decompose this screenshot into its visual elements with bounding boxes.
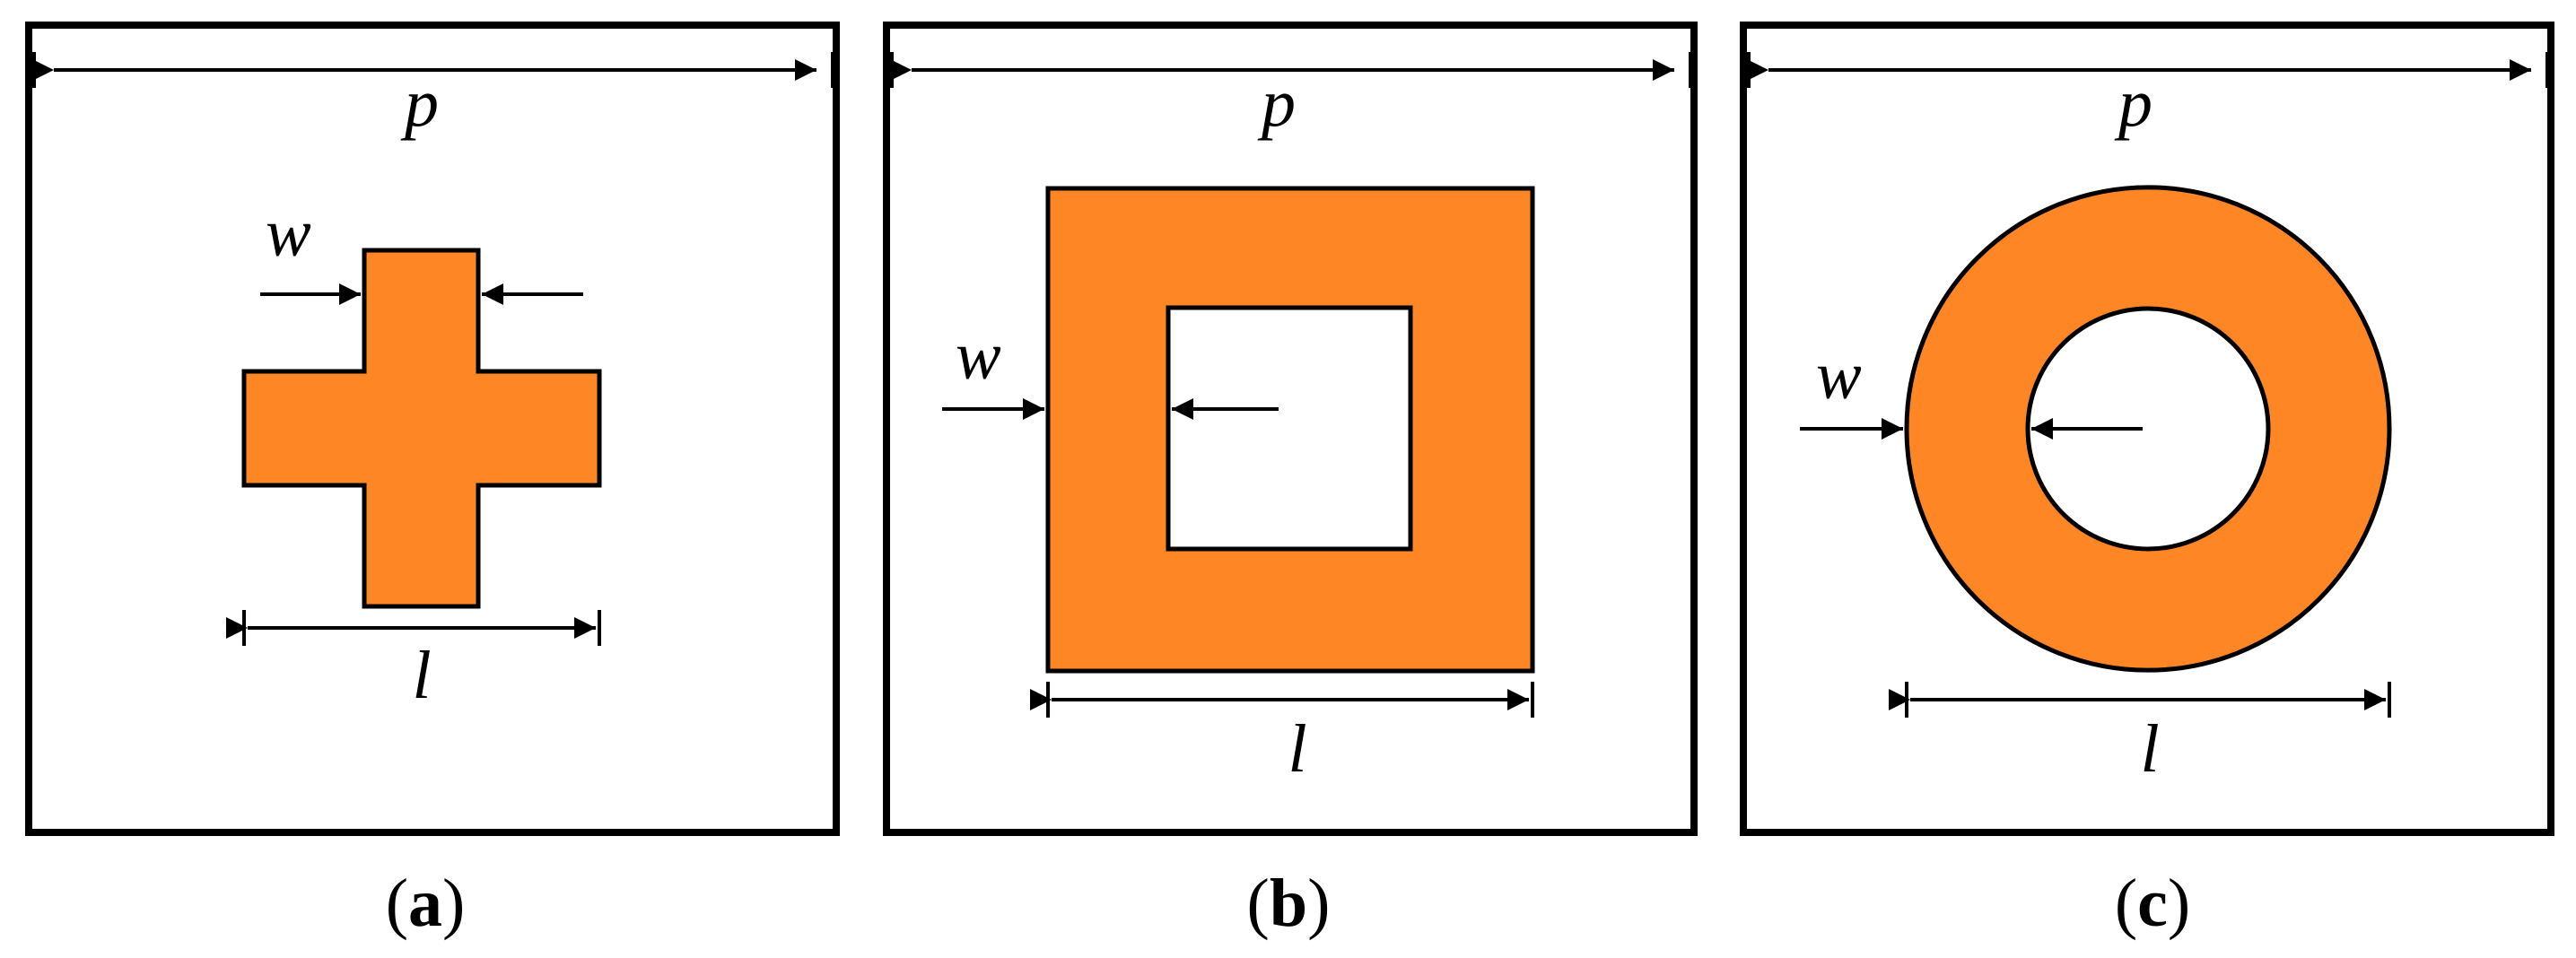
panel-caption: (b) xyxy=(1247,866,1331,941)
length-label: l xyxy=(1288,711,1306,787)
period-label: p xyxy=(400,65,439,141)
width-label: w xyxy=(1816,338,1862,414)
width-label: w xyxy=(956,318,1001,394)
panel-c: p w l (c) xyxy=(1740,22,2554,941)
width-label: w xyxy=(266,196,311,271)
circular-ring-patch xyxy=(1904,185,2392,673)
panel-caption: (c) xyxy=(2115,866,2190,941)
length-label: l xyxy=(2140,711,2159,787)
panel-caption: (a) xyxy=(386,866,466,941)
period-label: p xyxy=(1257,65,1296,141)
panel-b: p w l (b) xyxy=(883,22,1698,941)
cross-patch xyxy=(241,248,602,609)
square-ring-patch xyxy=(1045,186,1535,674)
period-label: p xyxy=(2114,65,2152,141)
length-label: l xyxy=(412,638,431,713)
panel-a: p w l (a) xyxy=(25,22,840,941)
